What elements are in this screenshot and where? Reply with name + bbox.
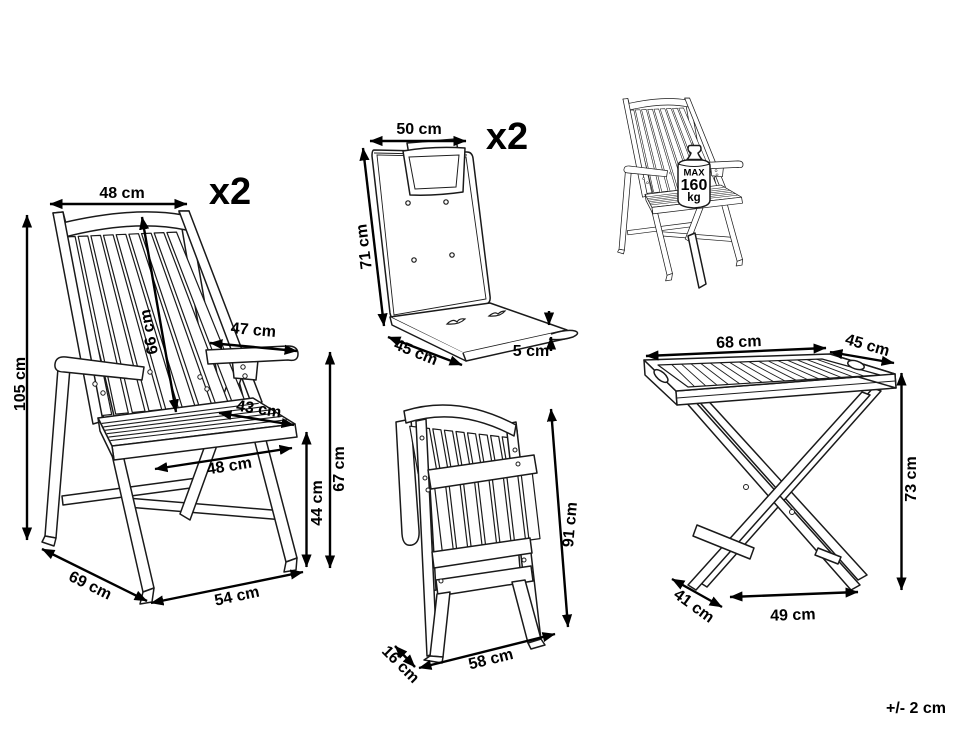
svg-text:47 cm: 47 cm xyxy=(230,320,277,341)
svg-text:x2: x2 xyxy=(209,171,251,213)
svg-text:71 cm: 71 cm xyxy=(353,223,375,270)
svg-text:x2: x2 xyxy=(486,116,528,158)
svg-text:kg: kg xyxy=(687,192,700,204)
svg-text:48 cm: 48 cm xyxy=(99,185,144,202)
svg-text:73 cm: 73 cm xyxy=(903,456,920,501)
svg-text:44 cm: 44 cm xyxy=(309,480,326,525)
svg-text:160: 160 xyxy=(681,177,708,194)
svg-text:67 cm: 67 cm xyxy=(331,446,348,491)
svg-text:43 cm: 43 cm xyxy=(235,398,282,422)
svg-text:48 cm: 48 cm xyxy=(206,455,253,479)
svg-text:49 cm: 49 cm xyxy=(770,606,816,625)
svg-text:+/- 2 cm: +/- 2 cm xyxy=(886,700,946,717)
svg-text:68 cm: 68 cm xyxy=(716,333,762,352)
svg-text:91 cm: 91 cm xyxy=(560,501,581,548)
svg-text:5 cm: 5 cm xyxy=(513,343,549,360)
svg-text:MAX: MAX xyxy=(683,168,705,179)
svg-text:105 cm: 105 cm xyxy=(12,357,29,411)
svg-text:50 cm: 50 cm xyxy=(396,121,441,138)
